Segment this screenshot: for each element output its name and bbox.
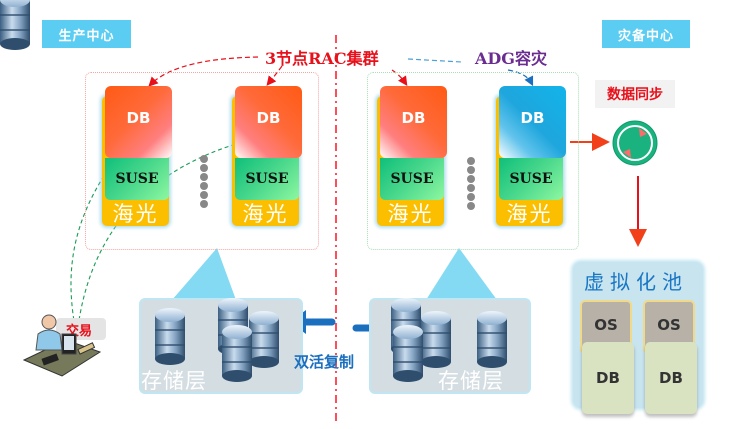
user-workstation-icon xyxy=(22,314,102,377)
dr-node-2-standby: DB SUSE 海光 xyxy=(496,86,566,226)
sync-icon xyxy=(612,120,658,166)
rac-link-node2 xyxy=(266,65,283,86)
os-label: SUSE xyxy=(105,158,169,200)
hardware-label: 海光 xyxy=(242,202,289,226)
production-node-1: DB SUSE 海光 xyxy=(102,86,172,226)
adg-link-node xyxy=(507,69,534,87)
db-label: DB xyxy=(235,86,302,158)
transaction-link-1 xyxy=(70,135,135,328)
adg-label: ADG容灾 xyxy=(475,49,547,68)
rac-cluster-label: 3节点RAC集群 xyxy=(265,49,379,68)
rac-link-node1 xyxy=(148,56,259,87)
more-nodes-dots-right xyxy=(467,157,475,211)
vm-db-label: DB xyxy=(582,342,634,414)
dr-node-1: DB SUSE 海光 xyxy=(377,86,447,226)
hardware-label: 海光 xyxy=(112,202,159,226)
dr-cluster-group xyxy=(367,72,579,250)
replication-label: 双活复制 xyxy=(294,353,355,371)
os-label: SUSE xyxy=(235,158,299,200)
storage-label-dr: 存储层 xyxy=(438,369,504,393)
virtual-pool-title: 虚拟化池 xyxy=(584,270,688,294)
os-label: SUSE xyxy=(380,158,444,200)
more-nodes-dots-left xyxy=(200,155,208,209)
storage-cone-left xyxy=(172,248,236,300)
db-label: DB xyxy=(380,86,447,158)
data-sync-label: 数据同步 xyxy=(595,80,675,108)
db-label: DB xyxy=(105,86,172,158)
db-label: DB xyxy=(499,86,566,158)
dr-center-badge: 灾备中心 xyxy=(602,20,690,48)
hardware-label: 海光 xyxy=(387,202,434,226)
os-label: SUSE xyxy=(499,158,563,200)
rac-link-node3 xyxy=(391,69,408,86)
production-node-2: DB SUSE 海光 xyxy=(232,86,302,226)
vm-db-label: DB xyxy=(645,342,697,414)
vm-2: OS DB xyxy=(643,300,699,418)
storage-cone-right xyxy=(426,248,497,300)
storage-label-production: 存储层 xyxy=(141,369,207,393)
vm-1: OS DB xyxy=(580,300,636,418)
adg-link-line xyxy=(407,58,463,63)
production-center-badge: 生产中心 xyxy=(42,20,131,48)
production-cluster-group xyxy=(85,72,319,250)
hardware-label: 海光 xyxy=(506,202,553,226)
